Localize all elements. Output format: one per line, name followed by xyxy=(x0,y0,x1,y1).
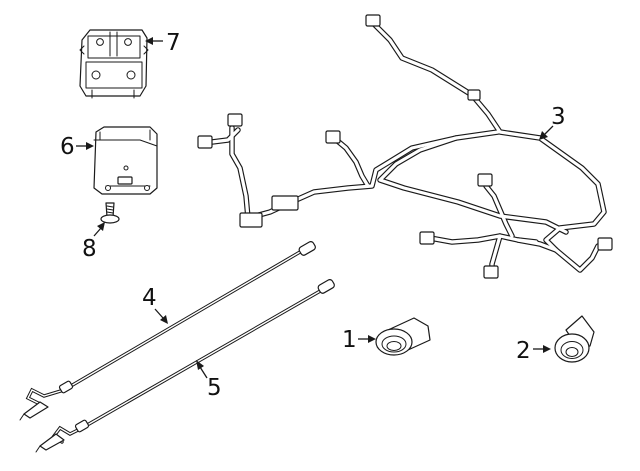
callout-4-number: 4 xyxy=(142,285,157,311)
part-5-cable xyxy=(35,279,335,453)
callout-2: 2 xyxy=(516,338,551,364)
callout-1: 1 xyxy=(342,327,376,353)
callout-1-number: 1 xyxy=(342,327,357,353)
callout-2-number: 2 xyxy=(516,338,531,364)
callout-5: 5 xyxy=(196,360,222,401)
callout-7-number: 7 xyxy=(166,30,181,56)
callout-3-number: 3 xyxy=(551,104,566,130)
part-1-sensor xyxy=(375,317,431,356)
callout-6-number: 6 xyxy=(60,134,75,160)
part-7-bracket xyxy=(79,29,149,99)
part-2-sensor xyxy=(554,315,595,363)
part-8-screw xyxy=(100,202,120,224)
part-6-module xyxy=(93,126,158,195)
part-4-cable xyxy=(19,241,316,421)
callout-3: 3 xyxy=(539,104,566,140)
callout-7: 7 xyxy=(145,30,181,56)
callout-6: 6 xyxy=(60,134,94,160)
callout-8-number: 8 xyxy=(82,236,97,262)
callout-5-number: 5 xyxy=(207,375,222,401)
callout-8: 8 xyxy=(82,222,105,262)
callout-4: 4 xyxy=(142,285,168,324)
part-3-harness xyxy=(197,14,613,279)
